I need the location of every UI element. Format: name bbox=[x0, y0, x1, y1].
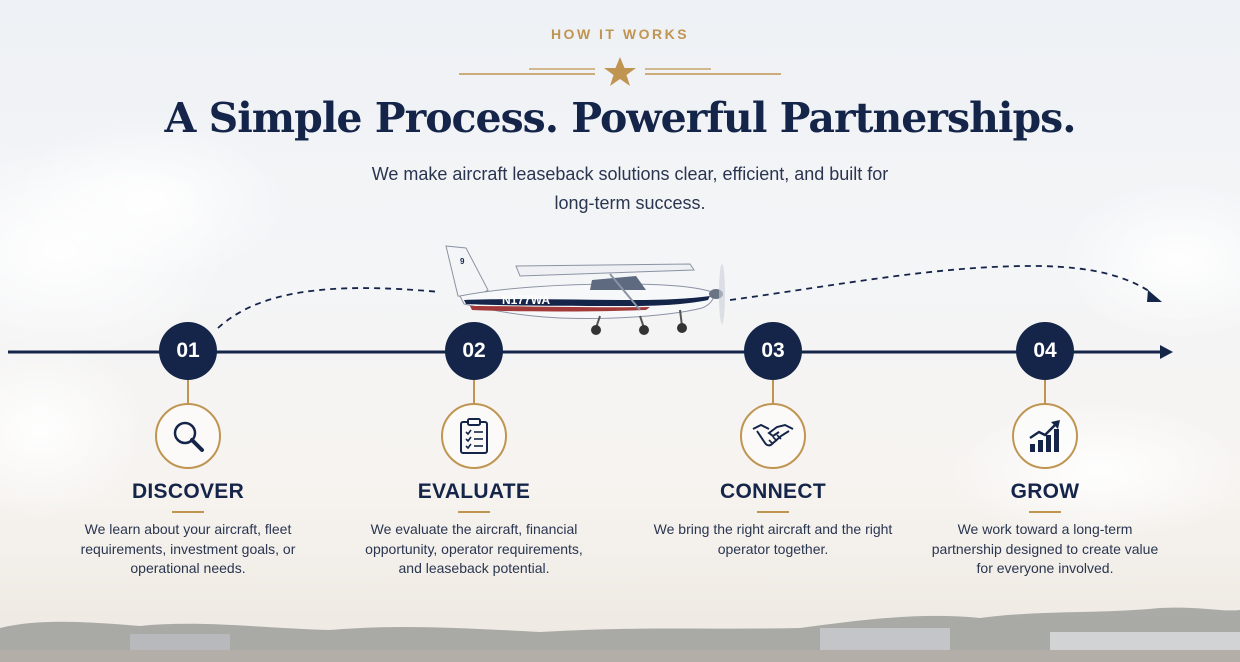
timeline-arrow-icon bbox=[1160, 345, 1173, 359]
step-description: We work toward a long-term partnership d… bbox=[931, 521, 1159, 576]
step-icon-ring bbox=[1012, 403, 1078, 469]
step-title: CONNECT bbox=[720, 480, 826, 503]
flight-path bbox=[217, 287, 441, 329]
star-icon bbox=[604, 57, 636, 86]
airfield-background bbox=[0, 607, 1240, 662]
flight-path bbox=[729, 265, 1153, 301]
search-icon bbox=[173, 421, 204, 452]
step-number-badge: 01 bbox=[159, 322, 217, 380]
step-icon-ring bbox=[155, 403, 221, 469]
growth-chart-icon bbox=[1029, 420, 1060, 452]
clipboard-checklist-icon bbox=[460, 418, 488, 454]
step-number-badge: 02 bbox=[445, 322, 503, 380]
aircraft-registration: N177WA bbox=[502, 293, 550, 307]
step-connector bbox=[1044, 380, 1046, 404]
step-icon-ring bbox=[441, 403, 507, 469]
svg-text:9: 9 bbox=[460, 257, 465, 266]
star-divider bbox=[459, 57, 781, 86]
step-title-underline bbox=[757, 511, 789, 513]
step-title-underline bbox=[172, 511, 204, 513]
step-connector bbox=[187, 380, 189, 404]
step-title-underline bbox=[458, 511, 490, 513]
step-number-badge: 04 bbox=[1016, 322, 1074, 380]
flight-arrow-icon bbox=[1147, 290, 1162, 302]
step-title: DISCOVER bbox=[131, 480, 245, 503]
step-description: We evaluate the aircraft, financial oppo… bbox=[365, 521, 583, 576]
step-connector bbox=[473, 380, 475, 404]
step-description: We bring the right aircraft and the righ… bbox=[653, 521, 893, 557]
step-description: We learn about your aircraft, fleet requ… bbox=[80, 521, 296, 576]
handshake-icon bbox=[752, 423, 794, 447]
step-title: EVALUATE bbox=[417, 480, 531, 503]
step-title-underline bbox=[1029, 511, 1061, 513]
page-title: A Simple Process. Powerful Partnerships. bbox=[164, 94, 1077, 142]
section-eyebrow: HOW IT WORKS bbox=[550, 26, 690, 42]
airplane-illustration: 9 N177WA bbox=[445, 245, 725, 335]
step-connector bbox=[772, 380, 774, 404]
step-number-badge: 03 bbox=[744, 322, 802, 380]
step-icon-ring bbox=[740, 403, 806, 469]
step-title: GROW bbox=[1010, 480, 1080, 503]
page-subtitle: We make aircraft leaseback solutions cle… bbox=[371, 164, 889, 213]
